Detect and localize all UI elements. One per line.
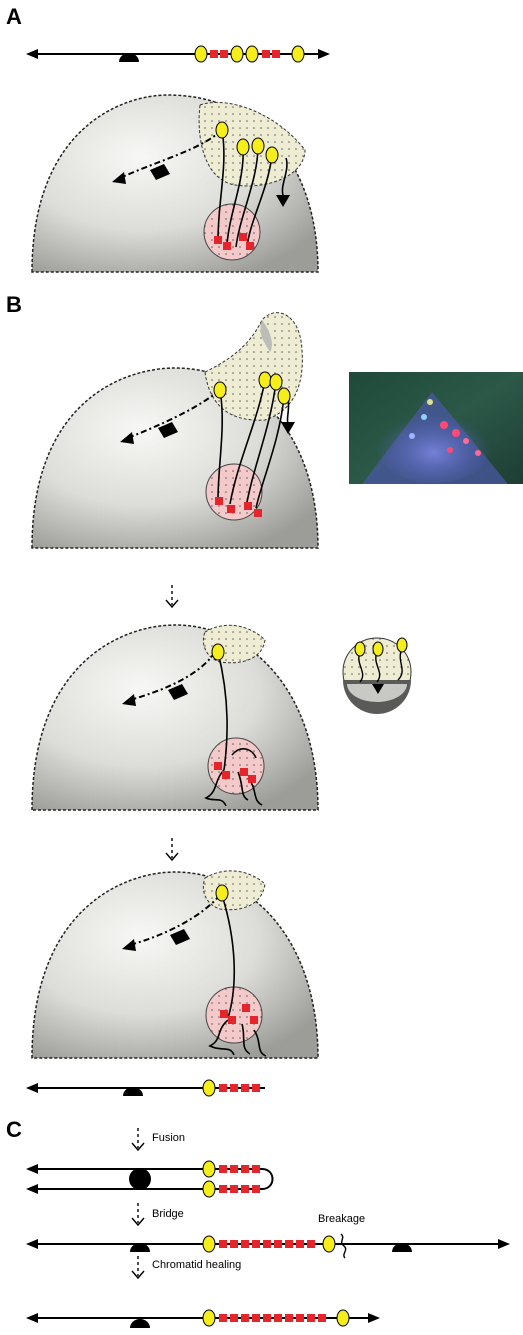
breakage-label: Breakage — [318, 1213, 365, 1225]
chromosome-b — [26, 1080, 265, 1096]
panel-a-label: A — [6, 4, 22, 29]
dome-a — [32, 95, 318, 272]
repeat-icon — [272, 50, 280, 58]
fusion-arrow — [132, 1128, 144, 1150]
telomere-icon — [195, 46, 207, 62]
repeat-icon — [262, 50, 270, 58]
panel-b-label: B — [6, 292, 22, 317]
fusion-label: Fusion — [152, 1132, 185, 1144]
telomere-icon — [292, 46, 304, 62]
healing-arrow — [132, 1256, 144, 1278]
bridge-chromosome — [26, 1234, 510, 1258]
dome-b3 — [32, 871, 318, 1058]
panel-c-label: C — [6, 1117, 22, 1142]
healing-label: Chromatid healing — [152, 1259, 241, 1271]
down-arrow-2 — [166, 838, 178, 860]
breakage-mark — [341, 1234, 346, 1258]
right-arrowhead-icon — [318, 49, 330, 59]
dome-b2 — [32, 625, 318, 810]
repeat-icon — [210, 50, 218, 58]
fused-chromatids — [26, 1161, 273, 1197]
micrograph-image — [349, 372, 523, 484]
down-arrow-1 — [166, 585, 178, 607]
telomere-icon — [231, 46, 243, 62]
telomere-icon — [246, 46, 258, 62]
dome-b1 — [32, 313, 318, 548]
bridge-label: Bridge — [152, 1208, 184, 1220]
healed-chromosome — [26, 1310, 380, 1328]
centromere-icon — [129, 1168, 151, 1190]
chromosome-a — [26, 46, 330, 62]
bridge-arrow — [132, 1203, 144, 1225]
micronucleus — [343, 638, 411, 714]
left-arrowhead-icon — [26, 49, 38, 59]
repeat-icon — [220, 50, 228, 58]
